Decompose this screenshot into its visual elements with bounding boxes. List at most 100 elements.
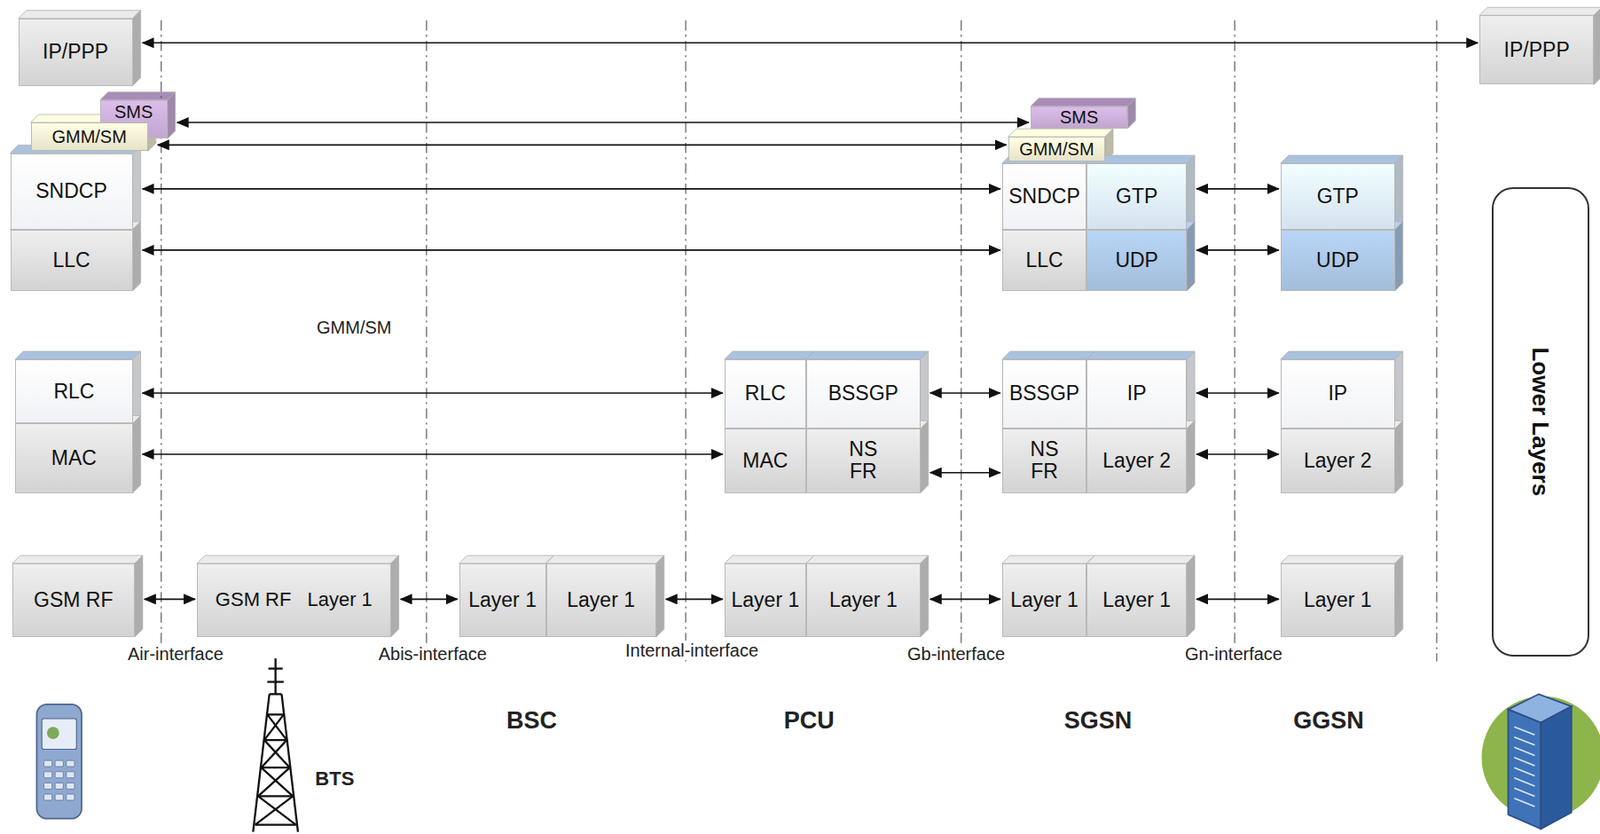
cube-side-face [1395, 155, 1404, 230]
layer-name: Layer 1 [1303, 588, 1373, 612]
protocol-peer-arrow [142, 188, 1001, 190]
divider-line [685, 20, 687, 662]
protocol-peer-arrow [1196, 188, 1279, 190]
protocol-peer-arrow [1196, 249, 1279, 251]
cube-top-face [1280, 555, 1404, 564]
cube-side-face [920, 420, 929, 493]
protocol-peer-arrow [177, 121, 1029, 124]
phone-keys [43, 760, 75, 800]
protocol-layer-box: IP [1086, 359, 1187, 429]
protocol-layer-box: Layer 2 [1280, 428, 1396, 493]
cube-side-face [167, 92, 176, 140]
cube-side-face [133, 221, 142, 291]
cube-side-face [133, 10, 142, 87]
layer-name: IP/PPP [42, 40, 109, 63]
cube-side-face [133, 145, 142, 230]
protocol-layer-box: GSM RFLayer 1 [196, 563, 392, 637]
layer-name: SMS [114, 101, 153, 122]
layer-name: MAC [51, 447, 97, 470]
protocol-layer-box: Layer 1 [546, 563, 657, 637]
layer-name: LLC [1025, 249, 1063, 272]
cube-top-face [15, 351, 141, 360]
layer-name: Layer 1 [1010, 588, 1079, 612]
layer-name: SNDCP [35, 180, 108, 203]
protocol-layer-box: UDP [1280, 229, 1396, 291]
network-element-label: PCU [781, 708, 838, 736]
protocol-peer-arrow [1196, 392, 1279, 394]
protocol-layer-box: GSM RF [12, 563, 135, 637]
cube-side-face [1127, 98, 1136, 129]
cube-top-face [806, 351, 929, 360]
layer-name: NS FR [1030, 438, 1059, 484]
protocol-layer-box: SNDCP [10, 153, 134, 230]
protocol-peer-arrow [157, 144, 1007, 147]
protocol-layer-box: Layer 1 [1280, 563, 1396, 637]
cube-side-face [1395, 351, 1404, 429]
layer-name: IP [1327, 382, 1348, 405]
protocol-peer-arrow [400, 598, 458, 601]
protocol-layer-box: IP/PPP [1479, 15, 1594, 85]
protocol-layer-box: MAC [724, 428, 807, 493]
layer-name: GTP [1317, 185, 1359, 208]
cube-side-face [1186, 420, 1195, 493]
protocol-layer-box: GTP [1280, 163, 1396, 230]
cube-side-face [133, 415, 142, 493]
layer-name: Layer 1 [468, 588, 537, 612]
protocol-peer-arrow [666, 598, 723, 601]
protocol-peer-arrow [930, 392, 1001, 394]
layer-name: BSSGP [828, 382, 899, 405]
protocol-layer-box: Layer 1 [806, 563, 921, 637]
scaled-art [36, 20, 1600, 832]
layer-name: GMM/SM [1019, 139, 1094, 159]
cube-side-face [920, 555, 929, 637]
interface-label: Gb-interface [904, 643, 1008, 664]
protocol-layer-box: Layer 2 [1086, 428, 1187, 493]
cube-side-face [1186, 221, 1195, 291]
protocol-peer-arrow [144, 598, 196, 601]
layer-name: GSM RF [215, 588, 292, 611]
cube-top-face [1086, 351, 1195, 360]
cube-faces [10, 7, 1600, 637]
protocol-peer-arrow [930, 471, 1001, 474]
cube-top-face [18, 10, 142, 19]
cube-top-face [806, 555, 929, 564]
cube-top-face [459, 555, 555, 564]
layer-name: UDP [1114, 249, 1159, 272]
cube-top-face [1479, 7, 1600, 16]
protocol-layer-box: LLC [10, 229, 134, 291]
protocol-layer-box: GMM/SM [31, 122, 149, 151]
divider-line [1234, 20, 1236, 662]
phone-body [36, 704, 82, 819]
protocol-peer-arrow [142, 42, 1479, 45]
divider-line [425, 20, 427, 662]
cube-top-face [724, 351, 815, 360]
protocol-peer-arrow [1196, 453, 1279, 455]
protocol-layer-box: IP/PPP [18, 18, 134, 87]
layer-name: IP [1127, 382, 1147, 405]
cube-top-face [724, 555, 815, 564]
cube-side-face [656, 555, 665, 637]
cube-side-face [1593, 7, 1600, 85]
network-element-label: BSC [503, 708, 560, 736]
protocol-layer-box: Layer 1 [1086, 563, 1187, 637]
cube-side-face [391, 555, 400, 637]
layer-name: Layer 1 [731, 588, 800, 612]
protocol-layer-box: IP [1280, 359, 1396, 429]
protocol-layer-box: RLC [15, 359, 133, 424]
protocol-layer-box: Layer 1 [459, 563, 547, 637]
layer-name: Layer 1 [829, 588, 898, 612]
cube-side-face [1395, 555, 1404, 637]
phone-logo [47, 726, 60, 739]
interface-label: Internal-interface [622, 640, 761, 660]
layer-name: Layer 1 [566, 588, 636, 612]
server-slots [1513, 726, 1535, 807]
protocol-layer-box: Layer 1 [1002, 563, 1087, 637]
cube-side-face [920, 351, 929, 429]
protocol-layer-box: GMM/SM [1008, 136, 1106, 162]
network-element-label: GGSN [1290, 708, 1367, 736]
protocol-note: GMM/SM [313, 317, 394, 338]
cube-top-face [1002, 555, 1095, 564]
lower-layers-bracket: Lower Layers [1491, 187, 1590, 657]
phone-screen [41, 718, 77, 750]
